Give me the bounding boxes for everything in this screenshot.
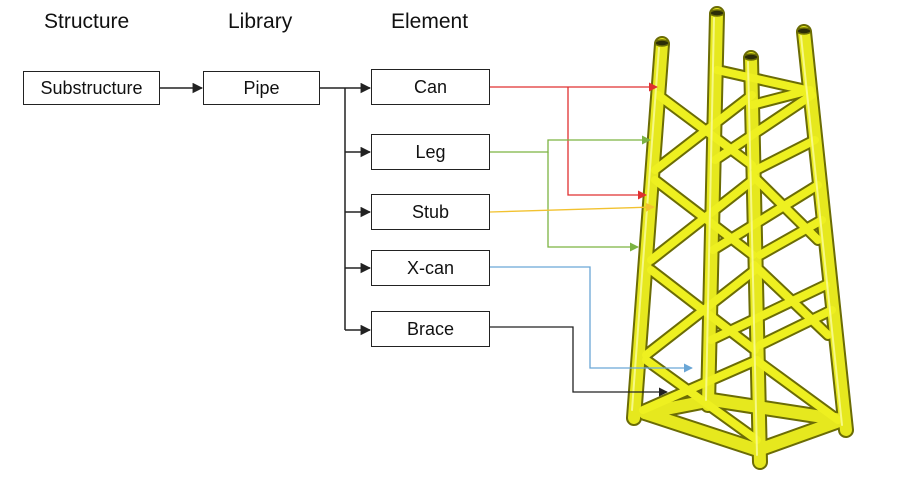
header-structure: Structure [44, 10, 130, 33]
element-arrows [489, 82, 693, 397]
can-arrow-mid [567, 87, 647, 200]
pipe-box: Pipe [203, 71, 320, 105]
header-element: Element [391, 10, 469, 33]
stub-arrow [489, 202, 655, 213]
leg-box: Leg [371, 134, 490, 170]
leg-arrow-bottom [547, 152, 639, 252]
can-box: Can [371, 69, 490, 105]
hierarchy-connectors [160, 82, 372, 336]
leg-arrow-top [490, 135, 651, 153]
brace-arrow [490, 326, 668, 397]
xcan-arrow [490, 266, 693, 373]
stub-box: Stub [371, 194, 490, 230]
xcan-box: X-can [371, 250, 490, 286]
jacket-illustration [626, 6, 854, 470]
header-library: Library [228, 10, 293, 33]
brace-box: Brace [371, 311, 490, 347]
substructure-box: Substructure [23, 71, 160, 105]
